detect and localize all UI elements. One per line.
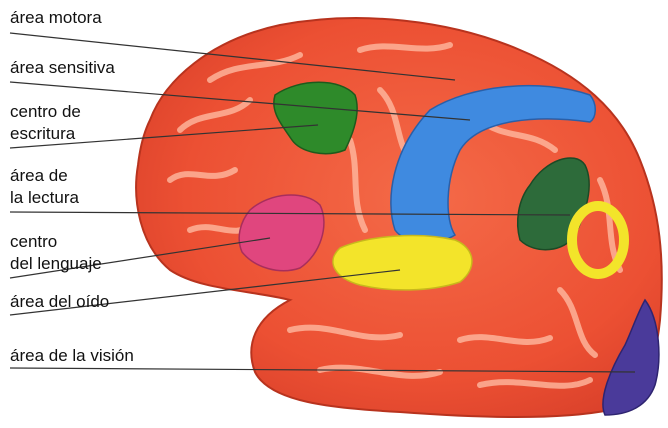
- leader-area-sensitiva: [9, 81, 471, 121]
- hearing-area-region: [332, 234, 473, 291]
- leader-area-motora: [9, 32, 456, 81]
- leader-area-vision: [9, 367, 636, 373]
- leader-lines: [9, 32, 636, 373]
- label-area-lectura-line1: área de: [10, 166, 68, 185]
- leader-centro-lenguaje: [9, 237, 271, 279]
- label-area-vision: área de la visión: [10, 346, 134, 365]
- gyri-pattern: [167, 42, 623, 389]
- label-centro-escritura-line1: centro de: [10, 102, 81, 121]
- label-centro-lenguaje-line1: centro: [10, 232, 58, 251]
- label-centro-lenguaje-line2: del lenguaje: [10, 254, 102, 273]
- vision-area-region: [602, 298, 660, 416]
- label-area-lectura-line2: la lectura: [10, 188, 79, 207]
- label-centro-escritura-line2: escritura: [10, 124, 76, 143]
- label-area-motora: área motora: [10, 8, 102, 27]
- label-area-sensitiva: área sensitiva: [10, 58, 115, 77]
- motor-area-region: [273, 81, 358, 155]
- sensory-area-region: [390, 84, 596, 243]
- leader-area-lectura: [9, 211, 571, 216]
- secondary-yellow-ring: [567, 201, 629, 279]
- label-area-oido: área del oído: [10, 292, 110, 311]
- leader-area-oido: [9, 269, 401, 316]
- leader-centro-escritura: [9, 124, 319, 149]
